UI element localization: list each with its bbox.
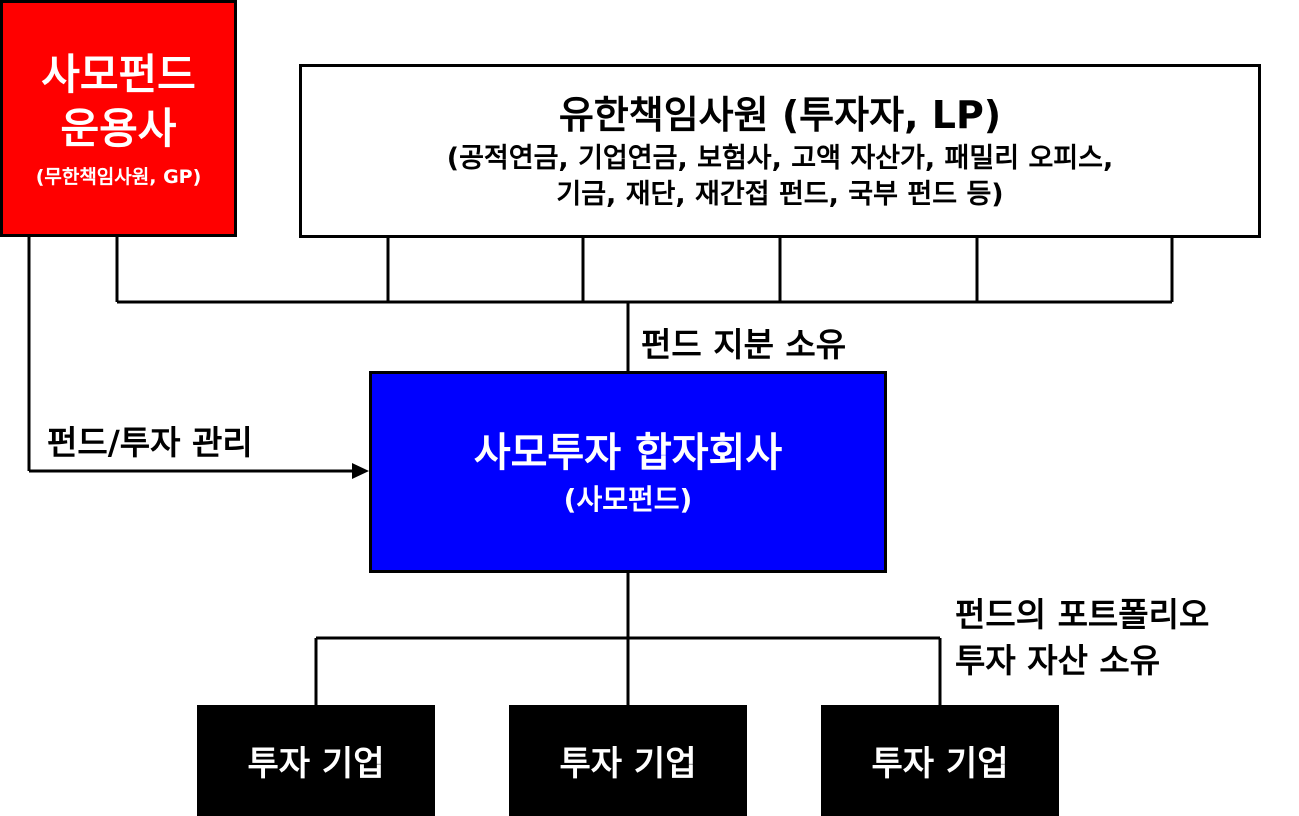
gp-title-line1: 사모펀드 [41, 50, 196, 99]
investee-box-3: 투자 기업 [821, 705, 1059, 816]
portfolio-label-line2: 투자 자산 소유 [955, 641, 1161, 680]
lp-title: 유한책임사원 (투자자, LP) [558, 93, 1002, 137]
investee-box-2: 투자 기업 [509, 705, 747, 816]
management-label: 펀드/투자 관리 [47, 423, 253, 462]
gp-title-line2: 운용사 [60, 104, 177, 153]
gp-box: 사모펀드 운용사 (무한책임사원, GP) [0, 0, 237, 237]
fund-subtitle: (사모펀드) [563, 483, 693, 516]
arrow-head-icon [352, 463, 369, 479]
lp-desc-line2: 기금, 재단, 재간접 펀드, 국부 펀드 등) [556, 179, 1004, 210]
lp-desc-line1: (공적연금, 기업연금, 보험사, 고액 자산가, 패밀리 오피스, [446, 143, 1114, 174]
gp-subtitle: (무한책임사원, GP) [35, 166, 202, 188]
fund-title: 사모투자 합자회사 [473, 430, 783, 476]
ownership-label: 펀드 지분 소유 [641, 325, 847, 364]
fund-box: 사모투자 합자회사 (사모펀드) [369, 371, 887, 573]
lp-box: 유한책임사원 (투자자, LP) (공적연금, 기업연금, 보험사, 고액 자산… [299, 64, 1261, 238]
portfolio-label-line1: 펀드의 포트폴리오 [955, 595, 1210, 634]
investee-box-1: 투자 기업 [197, 705, 435, 816]
